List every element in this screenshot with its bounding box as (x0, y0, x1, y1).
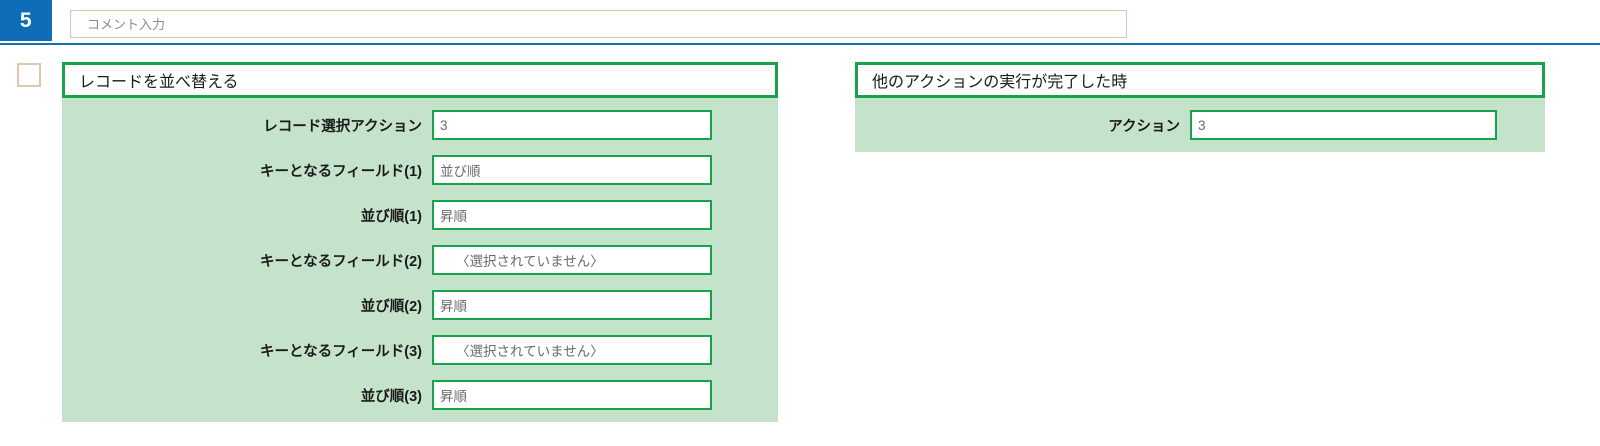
field-row-trigger-action: アクション (855, 110, 1545, 140)
field-label-key-field-3: キーとなるフィールド(3) (260, 343, 422, 360)
field-input-record-select-action[interactable] (432, 110, 712, 140)
field-row-sort-order-1: 並び順(1) (62, 200, 778, 230)
field-input-trigger-action[interactable] (1190, 110, 1497, 140)
panel-sort-records: レコードを並べ替える レコード選択アクション キーとなるフィールド(1) 並び順… (62, 62, 778, 422)
field-row-key-field-3: キーとなるフィールド(3) (62, 335, 778, 365)
field-label-sort-order-1: 並び順(1) (360, 208, 422, 225)
field-row-record-select-action: レコード選択アクション (62, 110, 778, 140)
field-label-key-field-2: キーとなるフィールド(2) (260, 253, 422, 270)
panel-trigger-condition-body: アクション (855, 98, 1545, 152)
action-enable-checkbox[interactable] (17, 63, 41, 87)
panel-sort-records-title[interactable]: レコードを並べ替える (62, 62, 778, 98)
step-header-bar: 5 (0, 0, 1600, 45)
field-input-key-field-2[interactable] (432, 245, 712, 275)
field-row-sort-order-2: 並び順(2) (62, 290, 778, 320)
field-row-sort-order-3: 並び順(3) (62, 380, 778, 410)
field-label-sort-order-2: 並び順(2) (360, 298, 422, 315)
panel-sort-records-body: レコード選択アクション キーとなるフィールド(1) 並び順(1) キーとなるフィ… (62, 98, 778, 422)
field-label-key-field-1: キーとなるフィールド(1) (260, 163, 422, 180)
field-input-sort-order-2[interactable] (432, 290, 712, 320)
field-row-key-field-2: キーとなるフィールド(2) (62, 245, 778, 275)
panel-trigger-condition-title[interactable]: 他のアクションの実行が完了した時 (855, 62, 1545, 98)
header-divider-rule (0, 43, 1600, 45)
field-input-key-field-1[interactable] (432, 155, 712, 185)
field-input-sort-order-1[interactable] (432, 200, 712, 230)
comment-input[interactable] (70, 10, 1127, 38)
step-number-badge: 5 (0, 0, 52, 41)
field-label-trigger-action: アクション (1108, 118, 1180, 135)
field-input-key-field-3[interactable] (432, 335, 712, 365)
panel-trigger-condition: 他のアクションの実行が完了した時 アクション (855, 62, 1545, 152)
field-label-sort-order-3: 並び順(3) (360, 388, 422, 405)
field-row-key-field-1: キーとなるフィールド(1) (62, 155, 778, 185)
field-input-sort-order-3[interactable] (432, 380, 712, 410)
field-label-record-select-action: レコード選択アクション (263, 118, 422, 135)
